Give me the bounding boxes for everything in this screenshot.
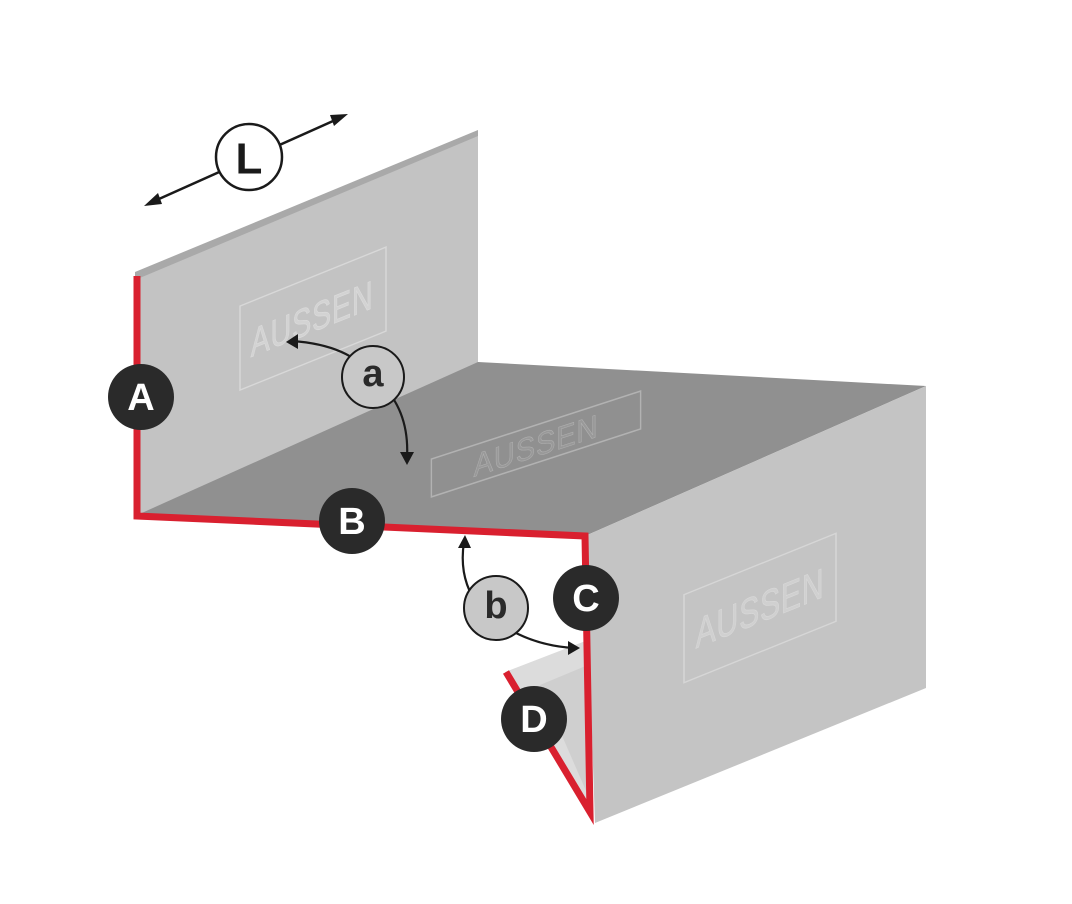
badge-edge-b-text: B bbox=[338, 501, 365, 543]
badge-edge-d: D bbox=[501, 686, 567, 752]
panel-a-top-edge bbox=[135, 130, 478, 280]
panel-b bbox=[135, 362, 926, 536]
badge-edge-a-text: A bbox=[127, 377, 154, 419]
badge-b-text: b bbox=[484, 585, 507, 627]
badge-edge-a: A bbox=[108, 364, 174, 430]
badge-edge-c: C bbox=[553, 565, 619, 631]
badge-l-text: L bbox=[236, 135, 263, 184]
badge-b: b bbox=[463, 575, 529, 641]
badge-edge-c-text: C bbox=[572, 578, 599, 620]
badge-a-text: a bbox=[362, 353, 384, 395]
panel-a bbox=[135, 133, 478, 516]
badge-edge-d-text: D bbox=[520, 699, 547, 741]
badge-a: a bbox=[341, 345, 405, 409]
profile-edge bbox=[133, 276, 594, 826]
badge-edge-b: B bbox=[319, 488, 385, 554]
panel-c bbox=[585, 386, 926, 823]
badge-l: L bbox=[214, 122, 284, 192]
